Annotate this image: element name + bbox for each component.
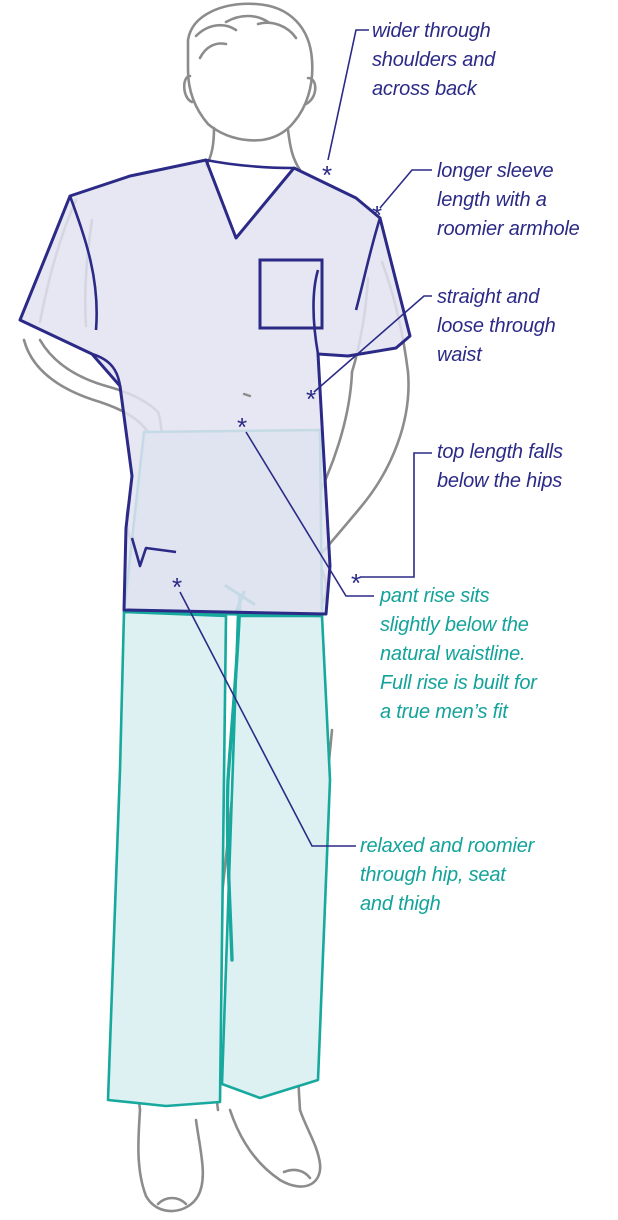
annotation-line: a true men’s fit [380, 698, 537, 727]
annotation-line: slightly below the [380, 611, 537, 640]
annotation-line: relaxed and roomier [360, 832, 534, 861]
annotation-line: loose through [437, 312, 556, 341]
annotation-line: natural waistline. [380, 640, 537, 669]
marker-hip-seat-thigh: * [172, 572, 182, 602]
annotation-line: across back [372, 75, 495, 104]
annotation-line: longer sleeve [437, 157, 580, 186]
annotation-line: and thigh [360, 890, 534, 919]
leader-sleeve [380, 170, 432, 208]
annotation-line: top length falls [437, 438, 563, 467]
leader-top-length [360, 453, 432, 577]
pants-left-leg [108, 612, 226, 1106]
annotation-line: waist [437, 341, 556, 370]
annotation-line: shoulders and [372, 46, 495, 75]
annotation-line: length with a [437, 186, 580, 215]
annotation-line: roomier armhole [437, 215, 580, 244]
annotation-hip-seat-thigh: relaxed and roomier through hip, seat an… [360, 832, 534, 919]
annotation-line: pant rise sits [380, 582, 537, 611]
annotation-line: through hip, seat [360, 861, 534, 890]
collar-back [206, 160, 294, 168]
annotation-line: Full rise is built for [380, 669, 537, 698]
annotation-sleeve: longer sleeve length with a roomier armh… [437, 157, 580, 244]
marker-top-length: * [351, 568, 361, 598]
annotation-line: below the hips [437, 467, 563, 496]
leader-shoulders [328, 30, 369, 160]
marker-sleeve: * [372, 200, 382, 230]
marker-pant-rise: * [237, 412, 247, 442]
pants-right-leg [222, 616, 330, 1098]
annotation-line: wider through [372, 17, 495, 46]
marker-shoulders: * [322, 160, 332, 190]
annotation-waist: straight and loose through waist [437, 283, 556, 370]
annotation-top-length: top length falls below the hips [437, 438, 563, 496]
annotation-shoulders: wider through shoulders and across back [372, 17, 495, 104]
annotation-pant-rise: pant rise sits slightly below the natura… [380, 582, 537, 727]
marker-waist: * [306, 384, 316, 414]
annotation-line: straight and [437, 283, 556, 312]
